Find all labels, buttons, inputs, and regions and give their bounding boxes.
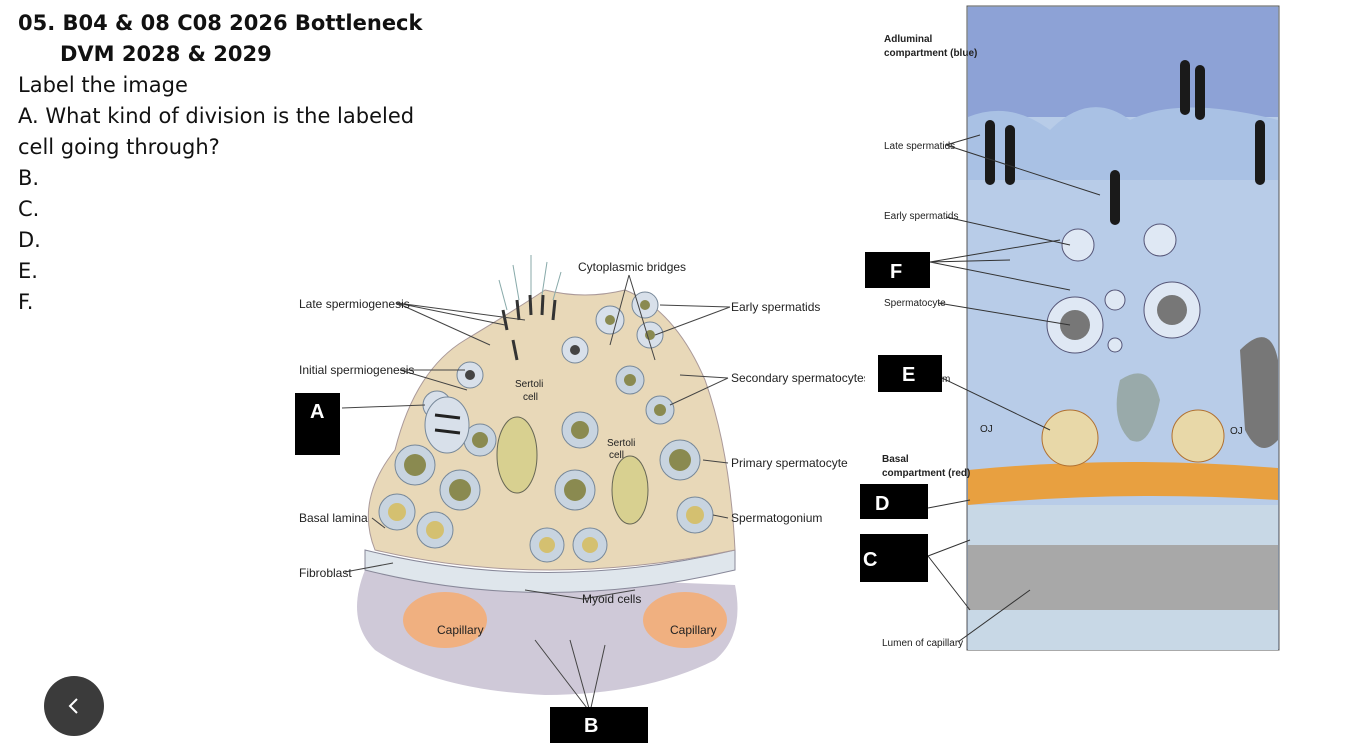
chevron-left-icon — [68, 698, 78, 714]
sertoli-nucleus-2 — [611, 455, 649, 525]
label-spermatocyte: Spermatocyte — [884, 298, 946, 309]
germ-cells — [378, 291, 714, 563]
label-early-spermatids: Early spermatids — [884, 211, 958, 222]
label-myoid-cells: Myoid cells — [582, 592, 641, 606]
label-adluminal-1: Adluminal — [884, 34, 933, 45]
question-subtitle: DVM 2028 & 2029 — [60, 42, 272, 66]
spermatid-tails — [498, 255, 562, 311]
instruction-text: Label the image — [18, 73, 188, 97]
box-d: D — [860, 484, 928, 519]
svg-text:B: B — [584, 715, 598, 737]
box-c: C — [860, 534, 928, 582]
blood-testis-barrier-diagram: Adluminal compartment (blue) Late sperma… — [860, 5, 1280, 651]
svg-text:D: D — [875, 493, 889, 515]
leader-lines — [341, 274, 731, 713]
sertoli-nucleus-1 — [496, 416, 538, 494]
adluminal-region — [968, 107, 1278, 180]
item-d: D. — [18, 228, 41, 252]
label-early-spermatids: Early spermatids — [731, 300, 820, 314]
label-oj-left: OJ — [980, 424, 993, 435]
label-basal-lamina: Basal lamina — [299, 511, 368, 525]
item-b: B. — [18, 166, 40, 190]
basal-lamina-band — [364, 549, 736, 593]
late-spermatid-heads — [501, 294, 557, 361]
capillary-left-shape — [403, 592, 487, 648]
label-sertoli-1a: Sertoli — [515, 379, 543, 390]
svg-text:C: C — [863, 549, 877, 571]
myoid-layer — [968, 505, 1278, 545]
sertoli-nucleus — [1116, 373, 1160, 442]
capillary-right-shape — [643, 592, 727, 648]
question-title: 05. B04 & 08 C08 2026 Bottleneck — [18, 11, 423, 35]
label-lumen-of-capillary: Lumen of capillary — [882, 638, 963, 649]
label-primary-spermatocyte: Primary spermatocyte — [731, 456, 848, 470]
box-f: F — [865, 252, 930, 288]
seminiferous-epithelium-diagram: Late spermiogenesis Initial spermiogenes… — [295, 255, 865, 743]
label-sertoli-1b: cell — [523, 392, 538, 403]
box-e: E — [878, 355, 942, 392]
svg-text:A: A — [310, 401, 324, 423]
item-f: F. — [18, 290, 34, 314]
item-c: C. — [18, 197, 40, 221]
item-a-line2: cell going through? — [18, 135, 220, 159]
capillary-lumen — [968, 545, 1278, 610]
dividing-cell — [424, 396, 470, 454]
item-e: E. — [18, 259, 38, 283]
label-sertoli-2a: Sertoli — [607, 438, 635, 449]
label-initial-spermiogenesis: Initial spermiogenesis — [299, 363, 414, 377]
label-late-spermiogenesis: Late spermiogenesis — [299, 297, 410, 311]
dark-cell — [1240, 337, 1278, 448]
box-b: B — [550, 707, 648, 743]
label-basal-2: compartment (red) — [882, 468, 970, 479]
box-a: A — [295, 393, 340, 455]
right-leader-lines — [927, 134, 1101, 643]
lumen-region — [968, 7, 1278, 117]
endothelium-layer — [968, 610, 1278, 650]
label-capillary-right: Capillary — [670, 623, 717, 637]
label-sertoli-2b: cell — [609, 450, 624, 461]
basal-compartment-band — [968, 461, 1278, 505]
late-spermatid-shapes — [985, 60, 1265, 225]
question-block: 05. B04 & 08 C08 2026 Bottleneck DVM 202… — [18, 8, 448, 318]
svg-text:E: E — [902, 364, 915, 386]
label-adluminal-2: compartment (blue) — [884, 48, 977, 59]
label-m-fragment: m — [942, 374, 950, 385]
label-spermatogonium: Spermatogonium — [731, 511, 822, 525]
item-a-line1: A. What kind of division is the labeled — [18, 104, 415, 128]
chromosome-marks — [434, 413, 461, 435]
label-basal-1: Basal — [882, 454, 909, 465]
label-oj-right: OJ — [1230, 426, 1243, 437]
label-secondary-spermatocytes: Secondary spermatocytes — [731, 371, 865, 385]
label-late-spermatids: Late spermatids — [884, 141, 955, 152]
previous-slide-button[interactable] — [44, 676, 104, 736]
label-capillary-left: Capillary — [437, 623, 484, 637]
label-fibroblast: Fibroblast — [299, 566, 352, 580]
spermatocyte-cells — [1041, 223, 1225, 467]
svg-text:F: F — [890, 261, 902, 283]
label-cytoplasmic-bridges: Cytoplasmic bridges — [578, 260, 686, 274]
